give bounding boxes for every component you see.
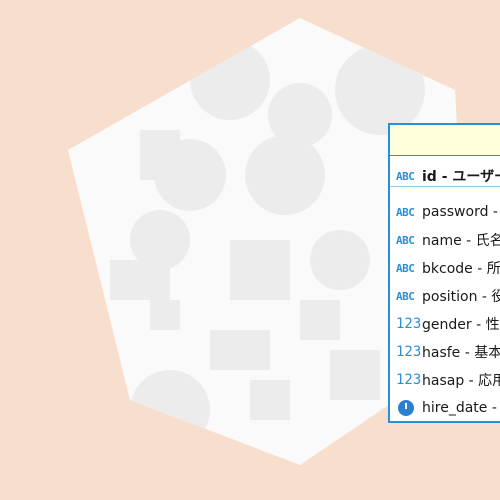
column-row-hasap[interactable]: 123 hasap - 応用	[396, 369, 500, 391]
column-row-password[interactable]: ABC password -	[396, 201, 498, 223]
text-type-icon: ABC	[396, 205, 415, 219]
entity-header[interactable]	[390, 125, 500, 156]
numeric-type-icon: 123	[396, 344, 422, 360]
column-row-hire-date[interactable]: hire_date -	[396, 397, 497, 419]
column-row-bkcode[interactable]: ABC bkcode - 所	[396, 257, 500, 279]
numeric-type-icon: 123	[396, 316, 422, 332]
column-label: hasap - 応用	[422, 373, 500, 389]
column-row-position[interactable]: ABC position - 役	[396, 285, 500, 307]
column-row-id[interactable]: ABC id - ユーザー	[396, 165, 500, 187]
column-row-name[interactable]: ABC name - 氏名	[396, 229, 500, 251]
column-label: gender - 性	[422, 317, 500, 333]
column-label: password -	[422, 204, 498, 220]
entity-table-box[interactable]: ABC id - ユーザー ABC password - ABC name - …	[388, 123, 500, 423]
column-label: hasfe - 基本	[422, 345, 500, 361]
date-clock-icon	[398, 400, 414, 416]
column-label: name - 氏名	[422, 233, 500, 249]
numeric-type-icon: 123	[396, 372, 422, 388]
column-label: id - ユーザー	[422, 169, 500, 185]
column-label: bkcode - 所	[422, 261, 500, 277]
column-row-gender[interactable]: 123 gender - 性	[396, 313, 500, 335]
text-type-icon: ABC	[396, 233, 415, 247]
column-label: hire_date -	[422, 400, 497, 416]
column-label: position - 役	[422, 289, 500, 305]
primary-key-text-icon: ABC	[396, 169, 415, 183]
text-type-icon: ABC	[396, 289, 415, 303]
separator-line	[390, 186, 500, 187]
column-row-hasfe[interactable]: 123 hasfe - 基本	[396, 341, 500, 363]
text-type-icon: ABC	[396, 261, 415, 275]
